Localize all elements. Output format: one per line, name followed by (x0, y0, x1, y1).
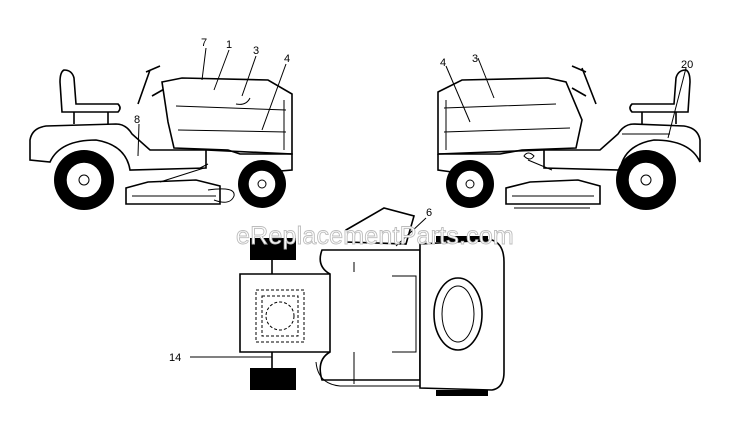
callout-4: 4 (284, 53, 290, 65)
steering-wheel-top (345, 207, 415, 245)
front-right-tire (250, 368, 296, 390)
tractor-left-side-view: 7 1 3 4 8 (29, 37, 293, 210)
hood (437, 77, 583, 155)
rear-right-tire (436, 390, 488, 396)
callout-6: 6 (426, 207, 432, 219)
tractor-top-view: 6 14 (169, 207, 505, 396)
callout-7: 7 (201, 37, 207, 49)
rear-fender (543, 123, 701, 171)
callout-8: 8 (134, 114, 140, 126)
tractor-right-side-view: 4 3 20 (437, 53, 701, 210)
mower-deck (505, 179, 601, 205)
steering-wheel (571, 65, 597, 105)
callout-14: 14 (169, 352, 181, 364)
rear-fender (29, 123, 207, 171)
hood (161, 77, 293, 155)
seat-top (433, 277, 483, 351)
callout-20: 20 (681, 59, 693, 71)
seat (59, 69, 121, 113)
seat (629, 69, 691, 113)
watermark: eReplacementParts.com (236, 222, 514, 250)
callout-3: 3 (472, 53, 478, 65)
rear-left-tire (436, 236, 488, 242)
callout-1: 1 (226, 39, 232, 51)
front-left-tire (250, 238, 296, 260)
mower-deck (125, 179, 221, 205)
center-body (319, 249, 421, 381)
callout-3: 3 (253, 45, 259, 57)
callout-4: 4 (440, 57, 446, 69)
